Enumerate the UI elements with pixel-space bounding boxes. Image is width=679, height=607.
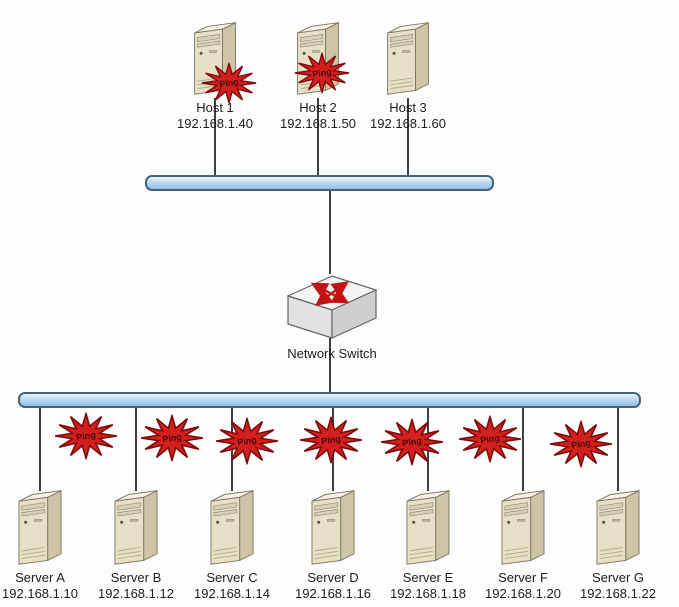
server-node: Server G 192.168.1.22 <box>570 484 666 601</box>
computer-tower-icon <box>400 484 456 570</box>
ping-star-icon <box>380 418 444 466</box>
ping-burst: Ping <box>54 412 118 460</box>
computer-tower-icon <box>12 484 68 570</box>
ping-burst: Ping <box>549 420 613 468</box>
bus-bar-top <box>145 175 494 191</box>
ping-burst: Ping <box>201 62 257 104</box>
ping-burst: Ping <box>299 416 363 464</box>
ping-star-icon <box>458 415 522 463</box>
server-node: Server A 192.168.1.10 <box>0 484 88 601</box>
connection-line <box>317 98 319 178</box>
host-ip: 192.168.1.40 <box>177 116 253 131</box>
ping-star-icon <box>294 52 350 94</box>
host-label: Host 2 <box>299 100 337 115</box>
ping-star-icon <box>201 62 257 104</box>
host-ip: 192.168.1.60 <box>370 116 446 131</box>
server-ip: 192.168.1.16 <box>295 586 371 601</box>
host-label: Host 1 <box>196 100 234 115</box>
ping-star-icon <box>54 412 118 460</box>
server-ip: 192.168.1.12 <box>98 586 174 601</box>
ping-star-icon <box>299 416 363 464</box>
ping-star-icon <box>140 414 204 462</box>
computer-tower-icon <box>382 16 434 100</box>
server-label: Server G <box>591 570 644 585</box>
computer-tower-icon <box>590 484 646 570</box>
ping-star-icon <box>549 420 613 468</box>
host-node: Host 3 192.168.1.60 <box>360 16 456 131</box>
server-label: Server A <box>15 570 65 585</box>
server-ip: 192.168.1.14 <box>194 586 270 601</box>
connection-line <box>214 98 216 178</box>
connection-line <box>329 188 331 274</box>
host-node: Host 1 192.168.1.40 <box>167 16 263 131</box>
computer-tower-icon <box>204 484 260 570</box>
computer-tower-icon <box>305 484 361 570</box>
server-label: Server E <box>402 570 454 585</box>
host-label: Host 3 <box>389 100 427 115</box>
switch-label: Network Switch <box>287 346 377 361</box>
server-node: Server B 192.168.1.12 <box>88 484 184 601</box>
server-ip: 192.168.1.10 <box>2 586 78 601</box>
server-label: Server F <box>498 570 548 585</box>
server-node: Server F 192.168.1.20 <box>475 484 571 601</box>
ping-burst: Ping <box>380 418 444 466</box>
connection-line <box>329 338 331 398</box>
computer-tower-icon <box>495 484 551 570</box>
computer-tower-icon <box>108 484 164 570</box>
ping-burst: Ping <box>140 414 204 462</box>
server-label: Server B <box>110 570 162 585</box>
connection-line <box>39 403 41 491</box>
bus-bar-bottom <box>18 392 641 408</box>
connection-line <box>135 403 137 491</box>
network-switch-icon <box>280 266 384 344</box>
ping-burst: Ping <box>294 52 350 94</box>
network-switch: Network Switch <box>278 266 386 361</box>
host-node: Host 2 192.168.1.50 <box>270 16 366 131</box>
server-node: Server D 192.168.1.16 <box>285 484 381 601</box>
connection-line <box>617 403 619 491</box>
host-ip: 192.168.1.50 <box>280 116 356 131</box>
server-ip: 192.168.1.22 <box>580 586 656 601</box>
connection-line <box>522 403 524 491</box>
server-node: Server C 192.168.1.14 <box>184 484 280 601</box>
ping-burst: Ping <box>458 415 522 463</box>
server-label: Server D <box>307 570 359 585</box>
ping-star-icon <box>215 417 279 465</box>
connection-line <box>407 98 409 178</box>
server-ip: 192.168.1.20 <box>485 586 561 601</box>
server-node: Server E 192.168.1.18 <box>380 484 476 601</box>
server-label: Server C <box>206 570 258 585</box>
server-ip: 192.168.1.18 <box>390 586 466 601</box>
ping-burst: Ping <box>215 417 279 465</box>
